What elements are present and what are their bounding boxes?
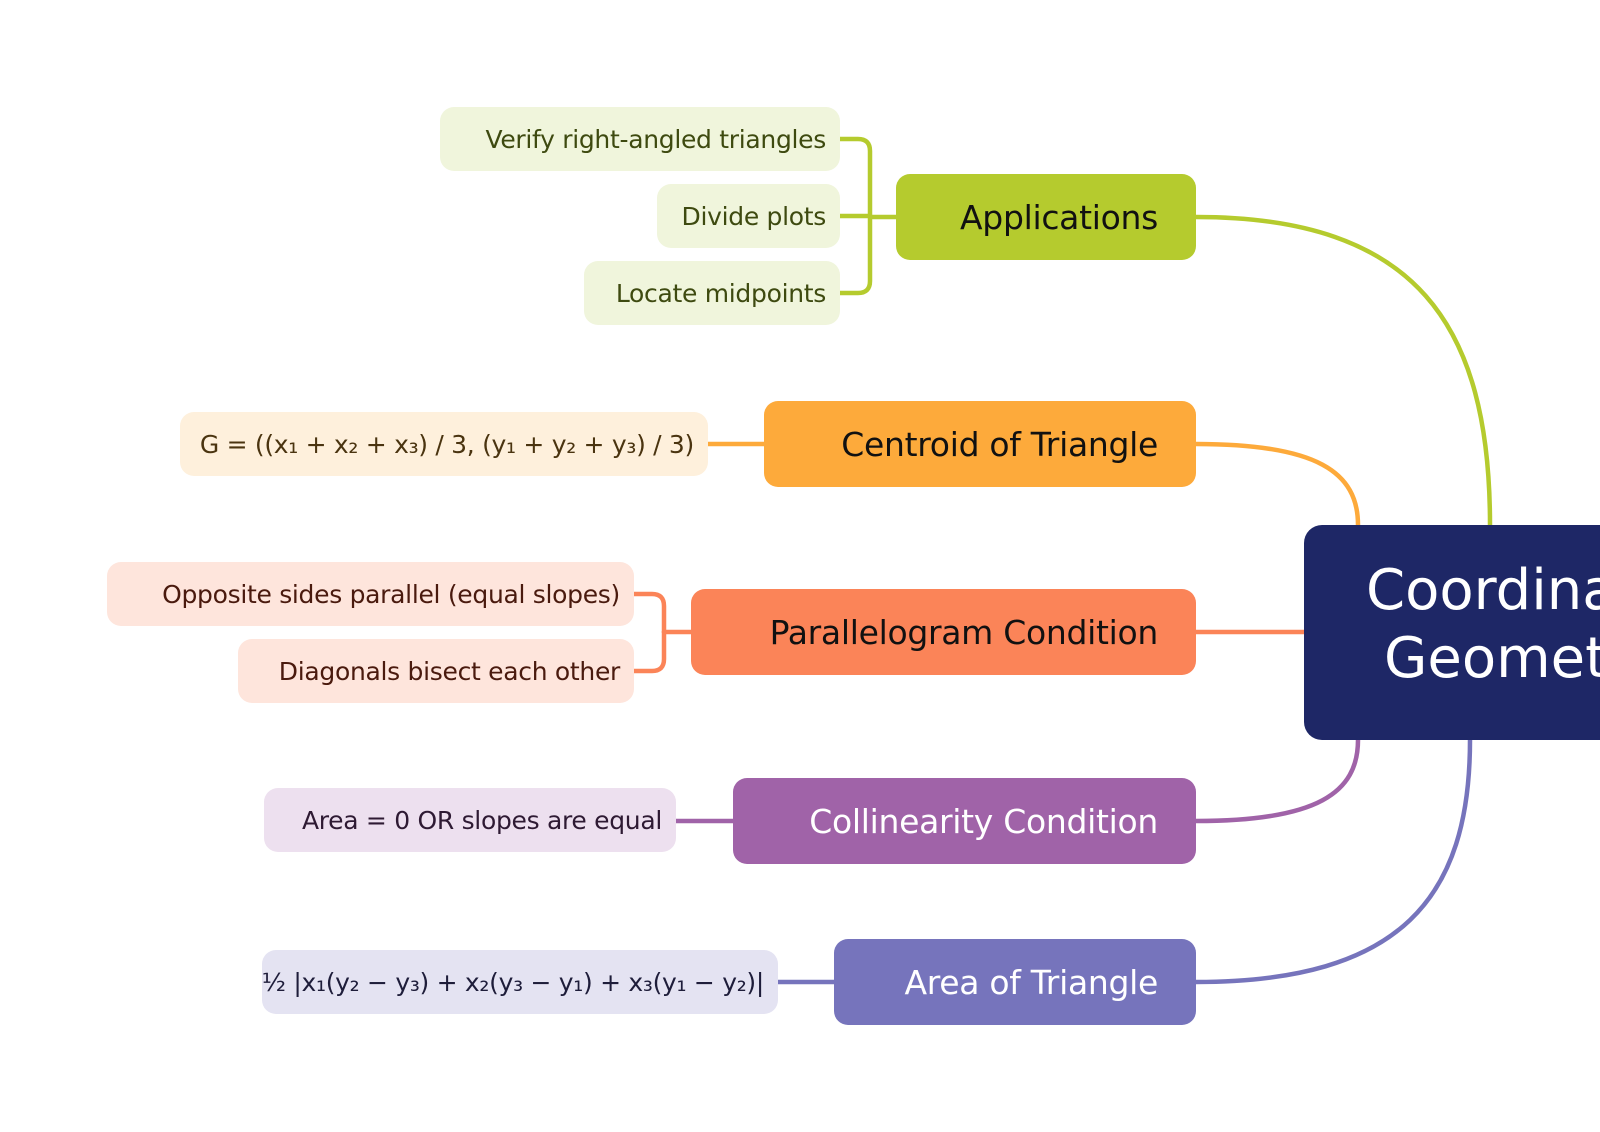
branch-label: Area of Triangle xyxy=(904,962,1158,1002)
branch-label: Collinearity Condition xyxy=(809,801,1158,841)
root-node-coordinate-geometry[interactable]: Coordinate Geometry xyxy=(1304,525,1600,740)
root-title-line1: Coordinate xyxy=(1366,558,1600,623)
leaf-label: Verify right-angled triangles xyxy=(485,124,826,154)
leaf-label: Opposite sides parallel (equal slopes) xyxy=(162,579,620,609)
branch-node-applications[interactable]: Applications xyxy=(896,174,1196,260)
leaf-node-divide-plots[interactable]: Divide plots xyxy=(657,184,840,248)
leaf-node-centroid-formula[interactable]: G = ((x₁ + x₂ + x₃) / 3, (y₁ + y₂ + y₃) … xyxy=(180,412,708,476)
connector-applications-leaf-0 xyxy=(837,136,873,220)
leaf-node-area-formula[interactable]: ½ |x₁(y₂ − y₃) + x₂(y₃ − y₁) + x₃(y₁ − y… xyxy=(262,950,778,1014)
leaf-label: Divide plots xyxy=(681,201,827,231)
leaf-node-diagonals-bisect[interactable]: Diagonals bisect each other xyxy=(238,639,634,703)
leaf-label: ½ |x₁(y₂ − y₃) + x₂(y₃ − y₁) + x₃(y₁ − y… xyxy=(261,967,765,997)
connector-root-to-centroid xyxy=(1193,441,1361,528)
connector-root-to-area xyxy=(1193,737,1473,985)
branch-node-centroid-of-triangle[interactable]: Centroid of Triangle xyxy=(764,401,1196,487)
leaf-label: G = ((x₁ + x₂ + x₃) / 3, (y₁ + y₂ + y₃) … xyxy=(199,429,694,459)
branch-node-collinearity-condition[interactable]: Collinearity Condition xyxy=(733,778,1196,864)
leaf-node-collinearity-rule[interactable]: Area = 0 OR slopes are equal xyxy=(264,788,676,852)
branch-node-parallelogram-condition[interactable]: Parallelogram Condition xyxy=(691,589,1196,675)
root-title-line2: Geometry xyxy=(1384,626,1600,691)
leaf-label: Area = 0 OR slopes are equal xyxy=(301,805,662,835)
branch-node-area-of-triangle[interactable]: Area of Triangle xyxy=(834,939,1196,1025)
branch-label: Centroid of Triangle xyxy=(841,424,1158,464)
connector-applications-leaf-2 xyxy=(837,214,873,296)
leaf-node-opposite-sides-parallel[interactable]: Opposite sides parallel (equal slopes) xyxy=(107,562,634,626)
leaf-node-locate-midpoints[interactable]: Locate midpoints xyxy=(584,261,840,325)
branch-label: Parallelogram Condition xyxy=(769,612,1159,652)
connector-parallelogram-leaf-1 xyxy=(631,629,667,674)
connector-root-to-collinearity xyxy=(1193,737,1361,824)
leaf-node-verify-right-angled-triangles[interactable]: Verify right-angled triangles xyxy=(440,107,840,171)
leaf-label: Diagonals bisect each other xyxy=(278,656,621,686)
branch-label: Applications xyxy=(960,197,1158,237)
leaf-label: Locate midpoints xyxy=(615,278,826,308)
connector-parallelogram-leaf-0 xyxy=(631,591,667,635)
connector-root-to-applications xyxy=(1193,214,1493,528)
